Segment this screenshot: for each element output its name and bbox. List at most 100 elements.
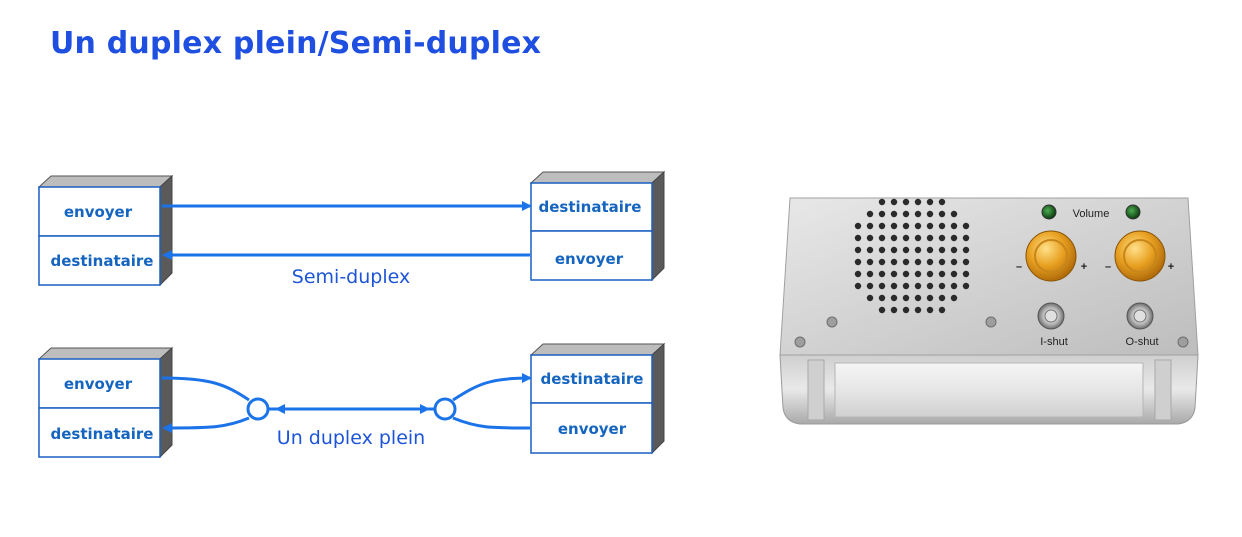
speaker-hole [854,222,862,230]
speaker-hole [878,246,886,254]
speaker-hole [866,258,874,266]
right-plus-sign: + [1168,261,1174,273]
speaker-hole [902,234,910,242]
speaker-hole [890,270,898,278]
speaker-hole [926,282,934,290]
speaker-hole [914,234,922,242]
full-left-stack: envoyer destinataire [37,346,174,459]
left-plus-sign: + [1081,261,1087,273]
right-knob-ring [1123,239,1157,273]
speaker-grill [854,198,970,314]
speaker-hole [938,198,946,206]
device-front-window [834,362,1144,418]
speaker-hole [962,234,970,242]
speaker-hole [962,270,970,278]
speaker-hole [938,246,946,254]
speaker-hole [914,246,922,254]
speaker-hole [914,198,922,206]
intercom-device: Volume – + – + I-shut O-shut [779,197,1199,425]
speaker-hole [854,258,862,266]
speaker-hole [902,198,910,206]
speaker-hole [962,222,970,230]
i-shut-label: I-shut [1040,336,1068,348]
left-led-icon [1041,204,1057,220]
speaker-hole [878,234,886,242]
device-volume-label: Volume [1073,208,1110,220]
full-right-box-side-face [651,342,665,455]
speaker-hole [950,282,958,290]
full-duplex-label: Un duplex plein [277,427,425,449]
speaker-hole [938,270,946,278]
speaker-hole [962,282,970,290]
speaker-hole [938,210,946,218]
device-right-rib [1154,359,1172,421]
left-minus-sign: – [1016,261,1022,273]
speaker-hole [962,258,970,266]
i-shut-button-cap [1044,309,1058,323]
full-link-arrow-right [420,404,430,414]
speaker-hole [866,246,874,254]
speaker-hole [878,270,886,278]
speaker-hole [902,258,910,266]
speaker-hole [938,234,946,242]
full-left-box-side-face [159,346,173,459]
speaker-hole [890,258,898,266]
semi-left-sender-box [38,186,161,237]
speaker-hole [866,282,874,290]
speaker-hole [926,210,934,218]
page-title: Un duplex plein/Semi-duplex [50,26,542,61]
semi-right-receiver-label: destinataire [539,198,642,216]
speaker-hole [950,210,958,218]
speaker-hole [902,270,910,278]
screw-icon [826,316,838,328]
full-left-receiver-box [38,407,161,458]
speaker-hole [866,210,874,218]
full-left-receiver-curve [162,416,250,433]
full-left-sender-box [38,358,161,409]
speaker-hole [950,246,958,254]
device-left-rib [807,359,825,421]
speaker-hole [914,294,922,302]
semi-right-box-side-face [651,170,665,282]
speaker-hole [902,210,910,218]
speaker-hole [854,234,862,242]
speaker-hole [914,270,922,278]
speaker-hole [866,222,874,230]
full-right-receiver-label: destinataire [541,370,644,388]
speaker-hole [950,294,958,302]
right-volume-knob[interactable] [1114,230,1166,282]
semi-left-receiver-label: destinataire [51,252,154,270]
screw-icon [1177,336,1189,348]
speaker-hole [878,222,886,230]
right-minus-sign: – [1105,261,1111,273]
full-right-sender-box [530,402,653,454]
speaker-hole [890,234,898,242]
speaker-hole [878,282,886,290]
semi-left-stack: envoyer destinataire [37,174,174,287]
speaker-hole [878,210,886,218]
left-volume-knob[interactable] [1025,230,1077,282]
speaker-hole [938,222,946,230]
speaker-hole [938,294,946,302]
left-knob-ring [1034,239,1068,273]
full-right-receiver-box [530,354,653,404]
speaker-hole [950,258,958,266]
screw-icon [985,316,997,328]
speaker-hole [866,234,874,242]
full-right-stack: destinataire envoyer [529,342,666,455]
speaker-hole [902,306,910,314]
speaker-hole [890,222,898,230]
semi-right-stack: destinataire envoyer [529,170,666,282]
full-left-sender-curve [161,376,250,402]
speaker-hole [890,246,898,254]
full-left-receiver-label: destinataire [51,425,154,443]
speaker-hole [938,306,946,314]
speaker-hole [866,294,874,302]
speaker-hole [890,282,898,290]
semi-left-sender-label: envoyer [64,203,133,221]
o-shut-button-cap [1133,309,1147,323]
speaker-hole [878,258,886,266]
full-link-arrow-left [275,404,285,414]
speaker-hole [926,198,934,206]
